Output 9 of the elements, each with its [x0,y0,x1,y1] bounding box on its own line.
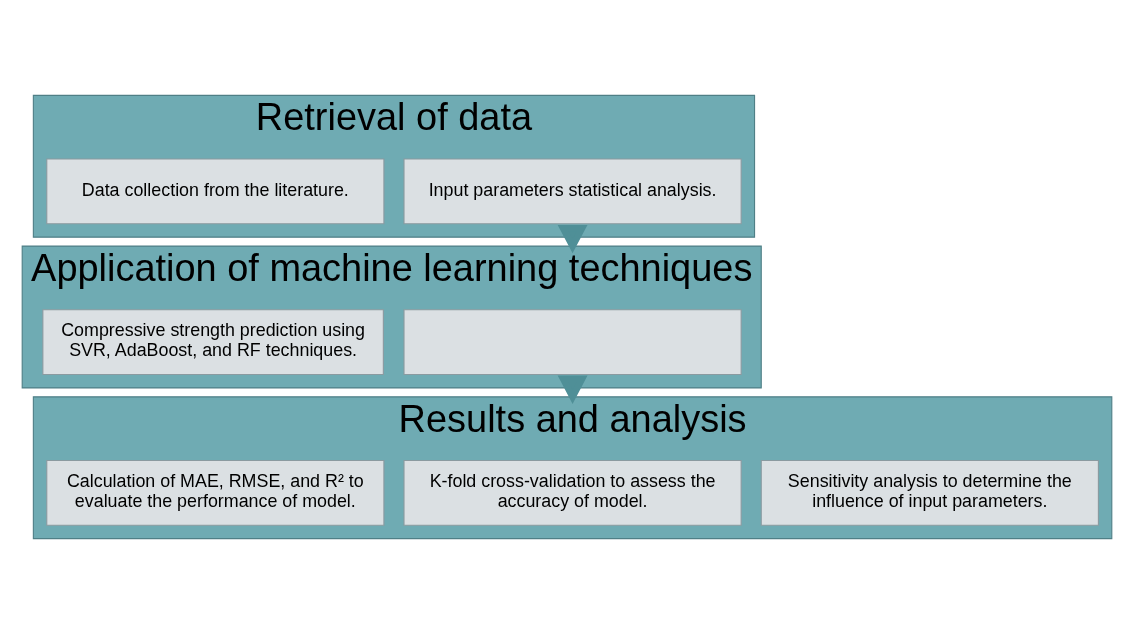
node-box: K-fold cross-validation to assess the accuracy of model. [403,459,742,526]
node-box: Calculation of MAE, RMSE, and R² to evaluate the performance of model. [46,459,385,526]
node-box [403,309,742,376]
node-box: Sensitivity analysis to determine the influence of input parameters. [760,459,1099,526]
node-box: Compressive strength prediction using SVR, AdaBoost, and RF techniques. [42,309,384,376]
arrow [557,375,588,405]
node-box: Data collection from the literature. [46,158,385,225]
node-box: Input parameters statistical analysis. [403,158,742,225]
arrow [557,224,588,254]
